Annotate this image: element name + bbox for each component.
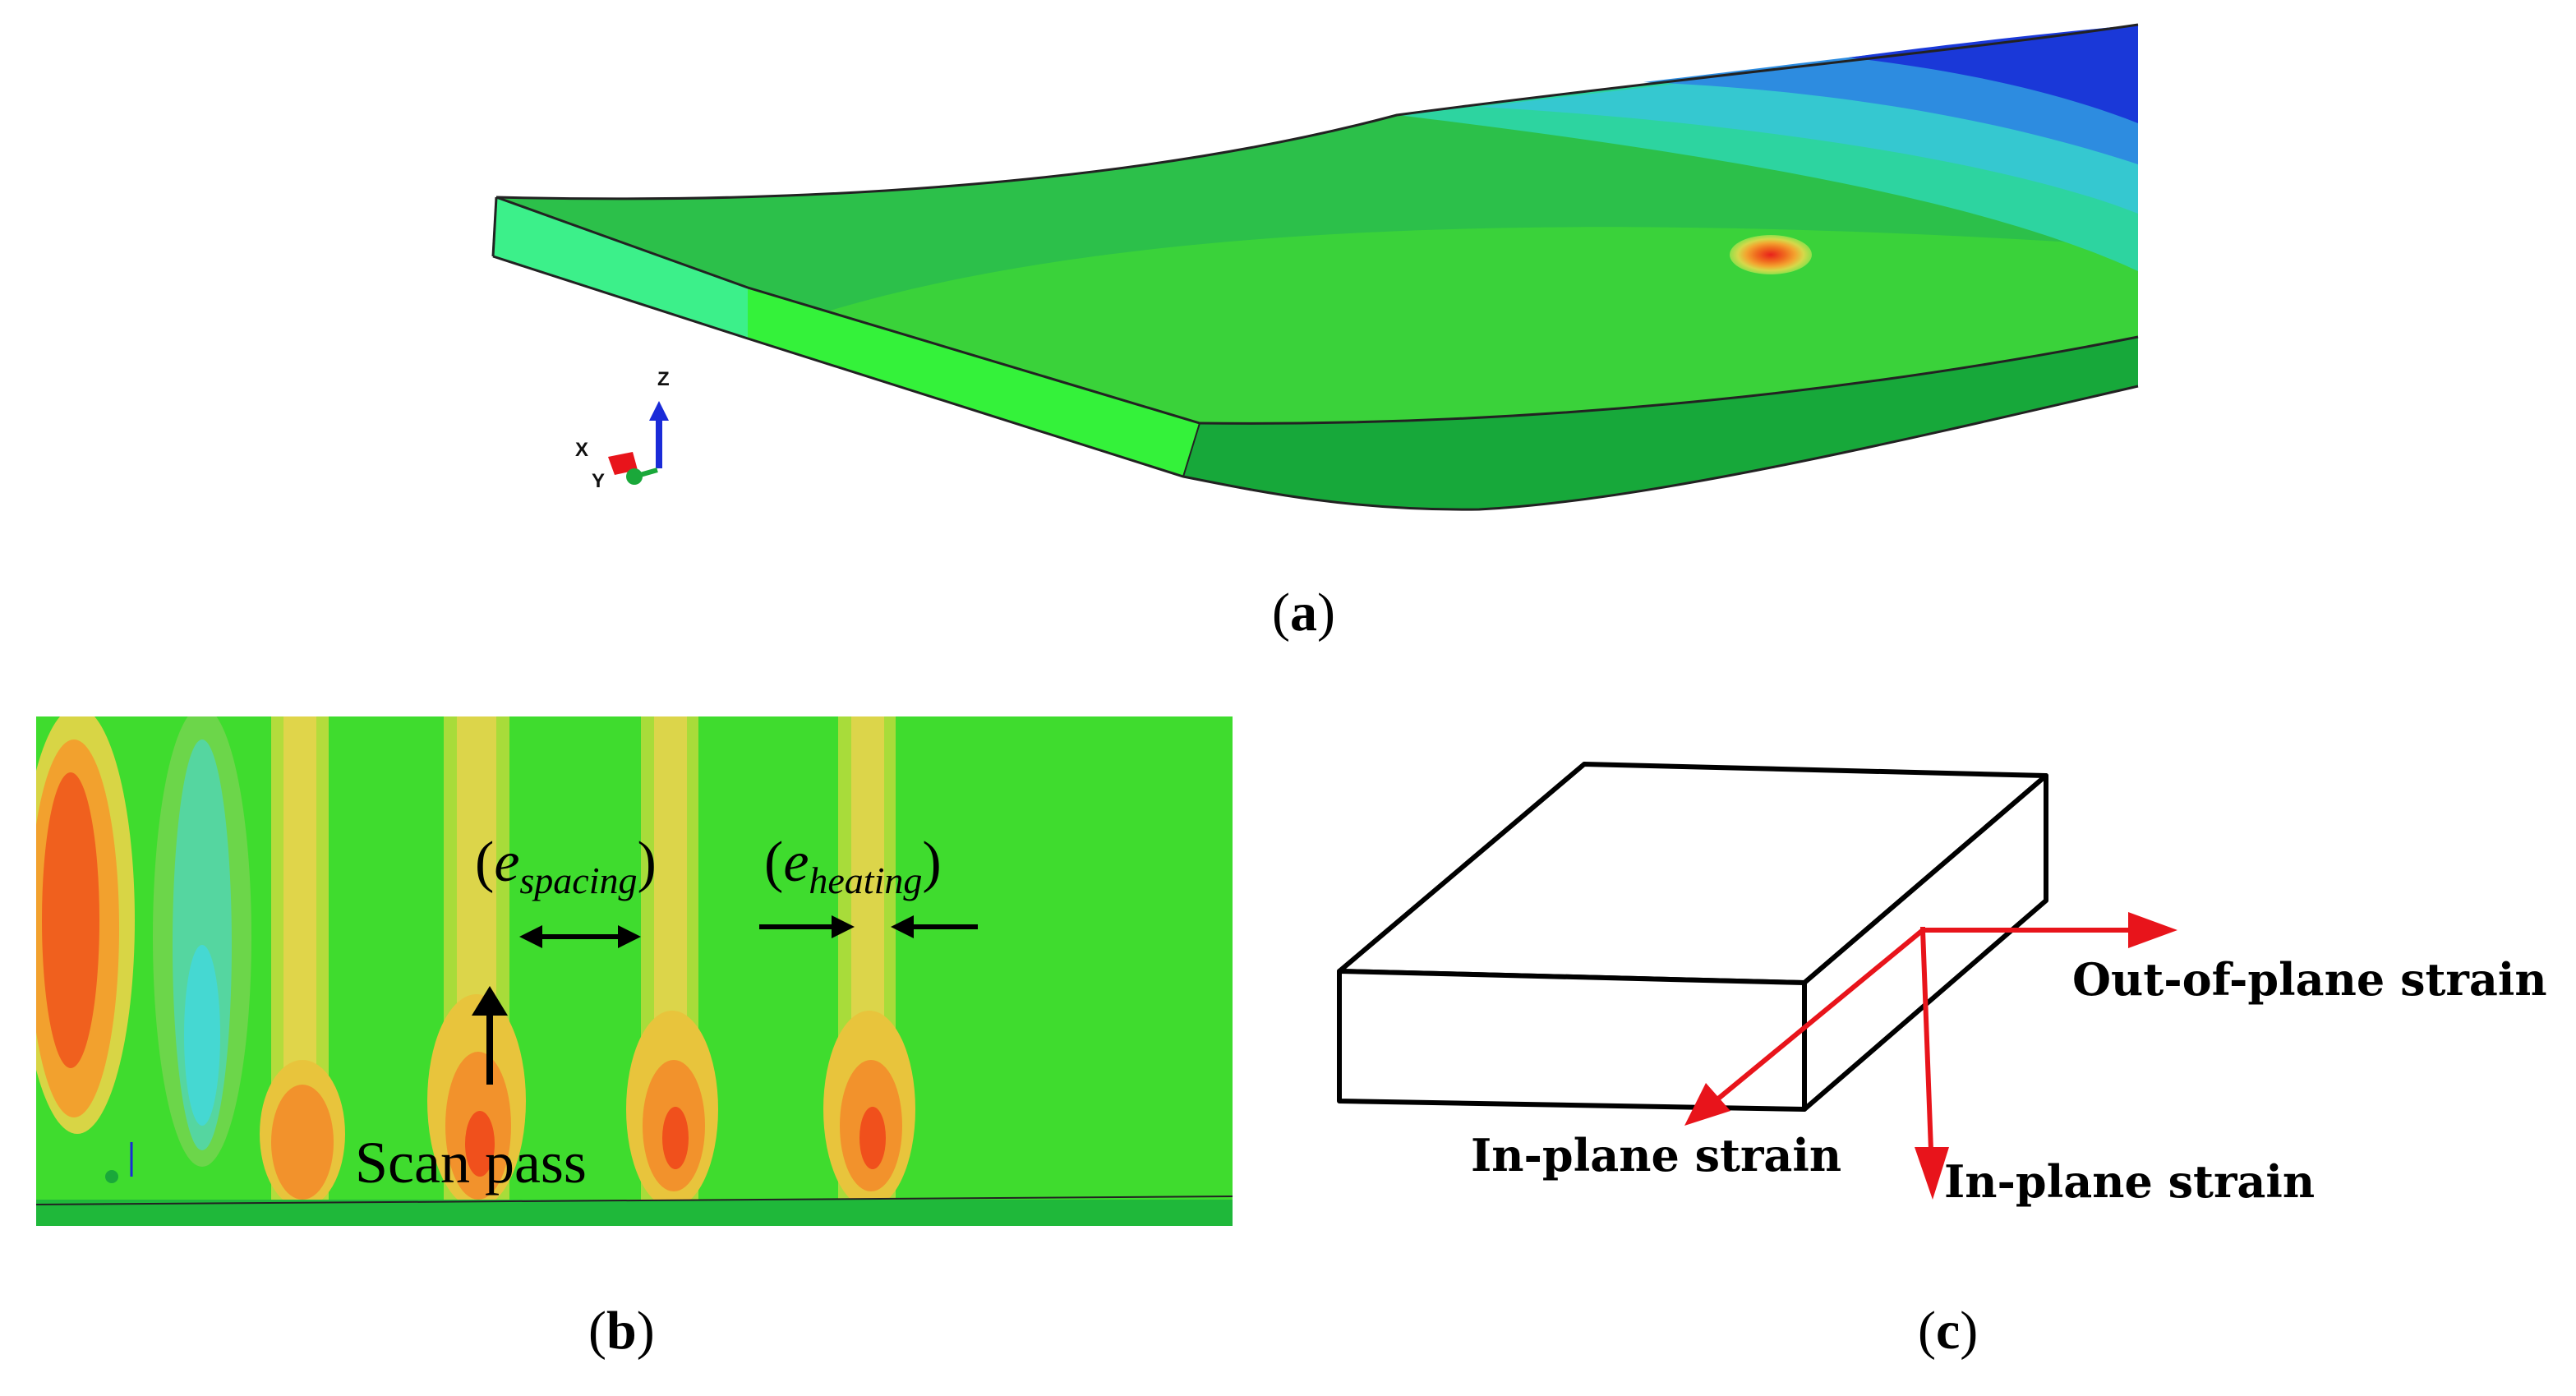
spacing-label: (espacing): [475, 831, 657, 901]
axis-z-label: Z: [657, 368, 670, 390]
plate-end-face: [493, 197, 748, 339]
caption-c: (c): [1918, 1301, 1979, 1361]
box-front-face: [1337, 969, 1807, 1112]
axis-y-label: Y: [592, 470, 606, 492]
out-of-plane-strain-label: Out-of-plane strain: [2072, 953, 2547, 1006]
caption-a: (a): [1272, 583, 1335, 643]
heating-label: (eheating): [764, 831, 942, 901]
in-plane-down-arrowhead: [1915, 1147, 1949, 1200]
scan-pass-label: Scan pass: [355, 1130, 587, 1196]
heat-spot: [1730, 235, 1812, 274]
in-plane-strain-label-down: In-plane strain: [1944, 1155, 2316, 1208]
in-plane-strain-label-left: In-plane strain: [1471, 1129, 1842, 1182]
in-plane-left-arrowhead: [1684, 1083, 1730, 1126]
plate-front-face-dark: [1183, 337, 2138, 510]
axis-x-label: X: [575, 439, 589, 461]
caption-b: (b): [588, 1301, 655, 1361]
contour-band-darkblue: [1849, 25, 2138, 123]
plate-front-face-light: [748, 288, 1200, 477]
plate-top-green-zone: [748, 227, 2138, 424]
out-of-plane-arrowhead: [2128, 912, 2177, 948]
